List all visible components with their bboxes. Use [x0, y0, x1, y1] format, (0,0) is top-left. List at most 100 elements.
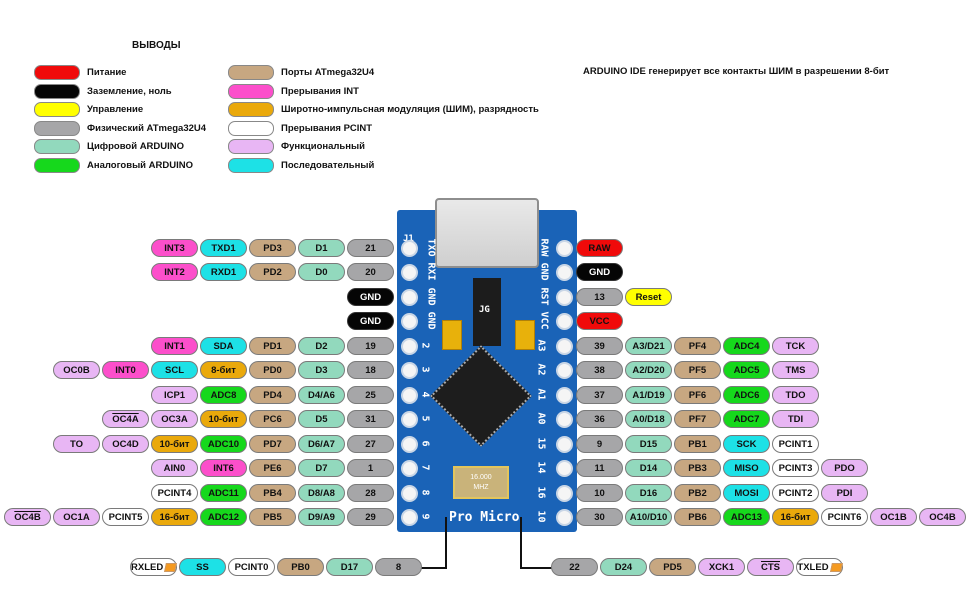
- pin-label-func: XCK1: [698, 558, 745, 576]
- pin-label-phys: 22: [551, 558, 598, 576]
- pin-label-port: PB2: [674, 484, 721, 502]
- pin-label-text: PD5: [663, 561, 682, 573]
- legend-swatch: [228, 83, 274, 99]
- pin-label-text: CTS: [761, 561, 780, 573]
- pin-label-text: A0/D18: [632, 413, 665, 425]
- pin-label-text: PD7: [263, 438, 282, 450]
- pin-label-text: 9: [596, 438, 603, 450]
- pin-label-ana: ADC11: [200, 484, 247, 502]
- legend-label: Последовательный: [281, 159, 375, 171]
- pin-label-text: ADC13: [730, 511, 763, 523]
- silk-label-left: GND: [425, 287, 437, 306]
- legend-item: Прерывания INT: [228, 83, 359, 99]
- legend-label: Управление: [87, 104, 144, 115]
- pin-label-ser: RXD1: [200, 263, 247, 281]
- pin-label-phys: 25: [347, 386, 394, 404]
- pin-label-text: 13: [594, 291, 605, 303]
- pin-label-text: PB3: [688, 462, 707, 474]
- pin-label-text: PD1: [263, 340, 282, 352]
- silk-label-left: 3: [419, 366, 431, 373]
- silk-label-left: 4: [419, 391, 431, 398]
- pin-label-port: PD5: [649, 558, 696, 576]
- pin-label-text: D7: [315, 462, 328, 474]
- pin-label-port: PD4: [249, 386, 296, 404]
- silk-label-left: TXO: [425, 238, 437, 257]
- pin-label-text: PCINT6: [827, 511, 862, 523]
- pin-label-text: ADC5: [733, 364, 760, 376]
- pin-label-phys: 27: [347, 435, 394, 453]
- pin-label-dig: A0/D18: [625, 410, 672, 428]
- pin-label-func: OC1B: [870, 508, 917, 526]
- rxled-wire-h: [408, 567, 446, 569]
- pin-label-ana: ADC12: [200, 508, 247, 526]
- pin-label-func: OC3A: [151, 410, 198, 428]
- legend-label: Питание: [87, 67, 127, 78]
- pin-label-func: OC1A: [53, 508, 100, 526]
- pin-label-text: 19: [365, 340, 376, 352]
- chip-label: JG: [479, 305, 490, 315]
- pin-label-text: PD4: [263, 389, 282, 401]
- pin-label-port: PD2: [249, 263, 296, 281]
- pin-label-phys: 31: [347, 410, 394, 428]
- legend-swatch: [228, 139, 274, 154]
- pin-label-dig: D7: [298, 459, 345, 477]
- pin-label-text: PF5: [688, 364, 707, 376]
- pin-label-dig: D14: [625, 459, 672, 477]
- pin-label-text: PE6: [263, 462, 282, 474]
- pin-label-gnd: GND: [576, 263, 623, 281]
- pin-label-text: TDO: [785, 389, 806, 401]
- silk-label-right: 14: [535, 461, 547, 474]
- pin-label-text: 31: [365, 413, 376, 425]
- pin-label-text: 10-бит: [159, 438, 190, 450]
- pin-label-port: PD3: [249, 239, 296, 257]
- pin-label-text: ICP1: [163, 389, 186, 401]
- pin-label-func: AIN0: [151, 459, 198, 477]
- header-pin-hole: [556, 313, 573, 330]
- pin-label-int: INT6: [200, 459, 247, 477]
- pin-label-text: 25: [365, 389, 376, 401]
- legend-label: Порты ATmega32U4: [281, 67, 375, 78]
- pwm-note: ARDUINO IDE генерирует все контакты ШИМ …: [583, 66, 890, 77]
- silk-label-left: 6: [419, 440, 431, 447]
- txled-wire: [520, 517, 522, 569]
- pin-label-text: 16-бит: [159, 511, 190, 523]
- pin-label-text: PB5: [263, 511, 282, 523]
- silk-label-right: A0: [535, 412, 547, 425]
- pin-label-text: 39: [594, 340, 605, 352]
- pin-label-ana: ADC4: [723, 337, 770, 355]
- pin-label-pcint: PCINT5: [102, 508, 149, 526]
- silk-label-right: A1: [535, 388, 547, 401]
- pin-label-func: CTS: [747, 558, 794, 576]
- pin-label-text: GND: [359, 315, 382, 327]
- pin-label-text: RXD1: [210, 266, 237, 278]
- capacitor-right: [515, 320, 535, 350]
- pin-label-pwm: 16-бит: [772, 508, 819, 526]
- silk-label-right: GND: [538, 262, 550, 281]
- pin-label-phys: 20: [347, 263, 394, 281]
- pin-label-text: INT1: [164, 340, 185, 352]
- silk-label-right: A2: [535, 363, 547, 376]
- pin-label-text: PCINT3: [778, 462, 813, 474]
- led-icon: [829, 562, 843, 572]
- pin-label-port: PE6: [249, 459, 296, 477]
- legend-label: Функциональный: [281, 141, 365, 152]
- pin-label-func: TCK: [772, 337, 819, 355]
- pin-label-int: INT0: [102, 361, 149, 379]
- pin-label-port: PF7: [674, 410, 721, 428]
- pin-label-text: OC4B: [929, 511, 956, 523]
- pin-label-text: RAW: [588, 242, 611, 254]
- pin-label-port: PB4: [249, 484, 296, 502]
- pin-label-func: PDO: [821, 459, 868, 477]
- silk-label-right: VCC: [538, 311, 550, 330]
- legend-title: ВЫВОДЫ: [132, 40, 181, 51]
- pin-label-text: TO: [69, 438, 84, 450]
- pin-label-text: INT6: [213, 462, 234, 474]
- pin-label-text: PCINT1: [778, 438, 813, 450]
- legend-swatch: [228, 157, 274, 173]
- pin-label-text: ADC12: [207, 511, 240, 523]
- pin-label-dig: D1: [298, 239, 345, 257]
- pin-label-text: 21: [365, 242, 376, 254]
- pin-label-text: OC3A: [161, 413, 188, 425]
- pin-label-phys: 37: [576, 386, 623, 404]
- pin-label-text: TMS: [785, 364, 806, 376]
